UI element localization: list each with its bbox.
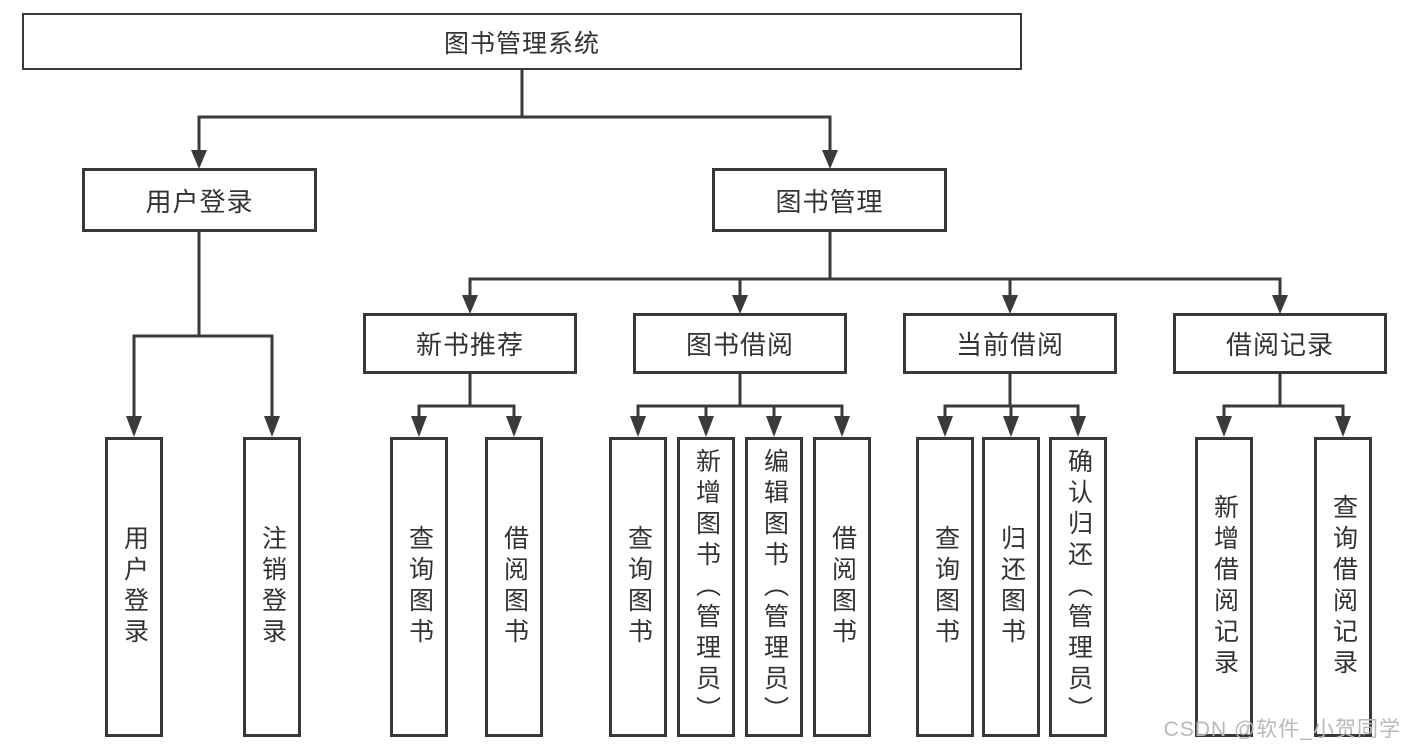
node-root-label: 图书管理系统 xyxy=(443,29,600,58)
arrowhead xyxy=(698,416,714,437)
leaf-query-book-1-label: 查询图书 xyxy=(405,525,434,649)
arrowhead xyxy=(126,416,142,437)
node-current-borrow: 当前借阅 xyxy=(903,313,1117,374)
leaf-borrow-book-2: 借阅图书 xyxy=(813,437,871,737)
arrowhead xyxy=(822,150,838,169)
csdn-watermark: CSDN @软件_小贺同学 xyxy=(1163,718,1401,741)
arrowhead xyxy=(1272,295,1288,314)
node-current-borrow-label: 当前借阅 xyxy=(955,330,1064,360)
arrowhead xyxy=(506,416,522,437)
node-new-book-recommend-label: 新书推荐 xyxy=(415,330,524,360)
leaf-logout-label: 注销登录 xyxy=(258,525,287,649)
arrowhead xyxy=(264,416,280,437)
node-root: 图书管理系统 xyxy=(22,13,1022,70)
leaf-return-book: 归还图书 xyxy=(982,437,1040,737)
leaf-borrow-book-2-label: 借阅图书 xyxy=(828,525,857,649)
arrowhead xyxy=(1070,416,1086,437)
leaf-edit-book-admin-label: 编辑图书（管理员） xyxy=(760,447,789,727)
node-book-borrow-label: 图书借阅 xyxy=(685,330,794,360)
arrowhead xyxy=(834,416,850,437)
arrowhead xyxy=(1003,416,1019,437)
leaf-user-login: 用户登录 xyxy=(105,437,163,737)
leaf-add-borrow-record-label: 新增借阅记录 xyxy=(1210,494,1239,680)
node-book-management: 图书管理 xyxy=(712,168,947,232)
leaf-query-book-1: 查询图书 xyxy=(390,437,448,737)
leaf-add-borrow-record: 新增借阅记录 xyxy=(1195,437,1253,737)
node-book-borrow: 图书借阅 xyxy=(633,313,847,374)
arrowhead xyxy=(630,416,646,437)
leaf-confirm-return-admin-label: 确认归还（管理员） xyxy=(1064,447,1093,727)
node-book-management-label: 图书管理 xyxy=(775,186,884,217)
leaf-logout: 注销登录 xyxy=(243,437,301,737)
node-new-book-recommend: 新书推荐 xyxy=(363,313,577,374)
leaf-query-borrow-record-label: 查询借阅记录 xyxy=(1329,494,1358,680)
node-user-login: 用户登录 xyxy=(82,168,317,232)
leaf-query-book-2: 查询图书 xyxy=(609,437,667,737)
leaf-query-book-2-label: 查询图书 xyxy=(624,525,653,649)
arrowhead xyxy=(732,295,748,314)
leaf-query-borrow-record: 查询借阅记录 xyxy=(1314,437,1372,737)
leaf-add-book-admin: 新增图书（管理员） xyxy=(677,437,735,737)
arrowhead xyxy=(191,150,207,169)
node-borrow-records: 借阅记录 xyxy=(1173,313,1387,374)
node-borrow-records-label: 借阅记录 xyxy=(1225,330,1334,360)
arrowhead xyxy=(462,295,478,314)
leaf-user-login-label: 用户登录 xyxy=(120,525,149,649)
leaf-borrow-book-1-label: 借阅图书 xyxy=(500,525,529,649)
arrowhead xyxy=(1216,416,1232,437)
leaf-borrow-book-1: 借阅图书 xyxy=(485,437,543,737)
arrowhead xyxy=(411,416,427,437)
leaf-query-book-3-label: 查询图书 xyxy=(931,525,960,649)
arrowhead xyxy=(766,416,782,437)
arrowhead xyxy=(1335,416,1351,437)
leaf-query-book-3: 查询图书 xyxy=(916,437,974,737)
arrowhead xyxy=(1002,295,1018,314)
node-user-login-label: 用户登录 xyxy=(145,186,254,217)
leaf-add-book-admin-label: 新增图书（管理员） xyxy=(692,447,721,727)
leaf-return-book-label: 归还图书 xyxy=(997,525,1026,649)
leaf-confirm-return-admin: 确认归还（管理员） xyxy=(1049,437,1107,737)
leaf-edit-book-admin: 编辑图书（管理员） xyxy=(745,437,803,737)
arrowhead xyxy=(937,416,953,437)
